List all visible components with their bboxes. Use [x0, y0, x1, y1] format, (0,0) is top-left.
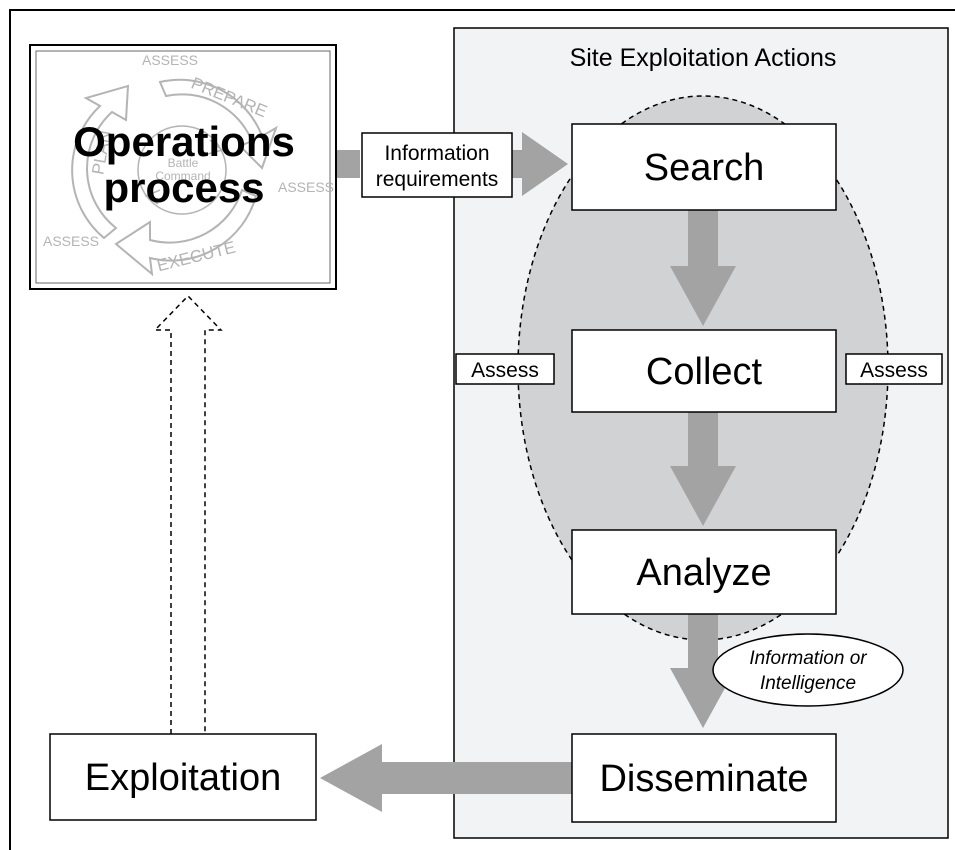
info-intel-line1: Information or — [749, 648, 867, 669]
assess-right-box: Assess — [845, 353, 943, 385]
arrow-ops-stub — [336, 150, 360, 178]
search-label: Search — [644, 147, 764, 189]
site-actions-title: Site Exploitation Actions — [570, 44, 837, 72]
arrow-search-to-collect — [670, 210, 736, 326]
collect-label: Collect — [646, 351, 763, 393]
disseminate-box: Disseminate — [571, 733, 837, 823]
analyze-label: Analyze — [636, 552, 771, 594]
assess-left-box: Assess — [455, 353, 555, 385]
arrow-collect-to-analyze — [670, 412, 736, 526]
cycle-assess-left-label: ASSESS — [43, 233, 99, 249]
arrow-analyze-to-disseminate — [670, 614, 736, 728]
collect-box: Collect — [571, 329, 837, 413]
operations-process-title-line1: Operations — [73, 118, 295, 165]
arrow-into-search — [512, 132, 568, 196]
assess-left-label: Assess — [471, 359, 539, 382]
info-requirements-line1: Information — [384, 142, 489, 165]
info-intel-bubble: Information or Intelligence — [712, 633, 904, 707]
search-box: Search — [571, 123, 837, 211]
outer-frame — [9, 9, 955, 850]
exploitation-box: Exploitation — [49, 733, 317, 821]
assess-right-label: Assess — [860, 359, 928, 382]
cycle-battle-label: Battle — [168, 156, 199, 170]
operations-process-title-line2: process — [103, 164, 264, 211]
info-intel-line2: Intelligence — [760, 673, 856, 694]
feedback-arrow — [153, 294, 223, 734]
cycle-assess-right-label: ASSESS — [278, 179, 334, 195]
operations-process-box: PREPARE EXECUTE PLAN ASSESS ASSESS ASSES… — [29, 44, 337, 290]
arrow-disseminate-to-exploitation — [320, 744, 572, 812]
disseminate-label: Disseminate — [599, 758, 808, 800]
cycle-assess-top-label: ASSESS — [142, 52, 198, 68]
exploitation-label: Exploitation — [85, 757, 281, 799]
info-requirements-line2: requirements — [376, 168, 499, 191]
info-requirements-box: Information requirements — [361, 132, 513, 198]
analyze-box: Analyze — [571, 529, 837, 615]
cycle-command-label: Command — [155, 169, 210, 183]
